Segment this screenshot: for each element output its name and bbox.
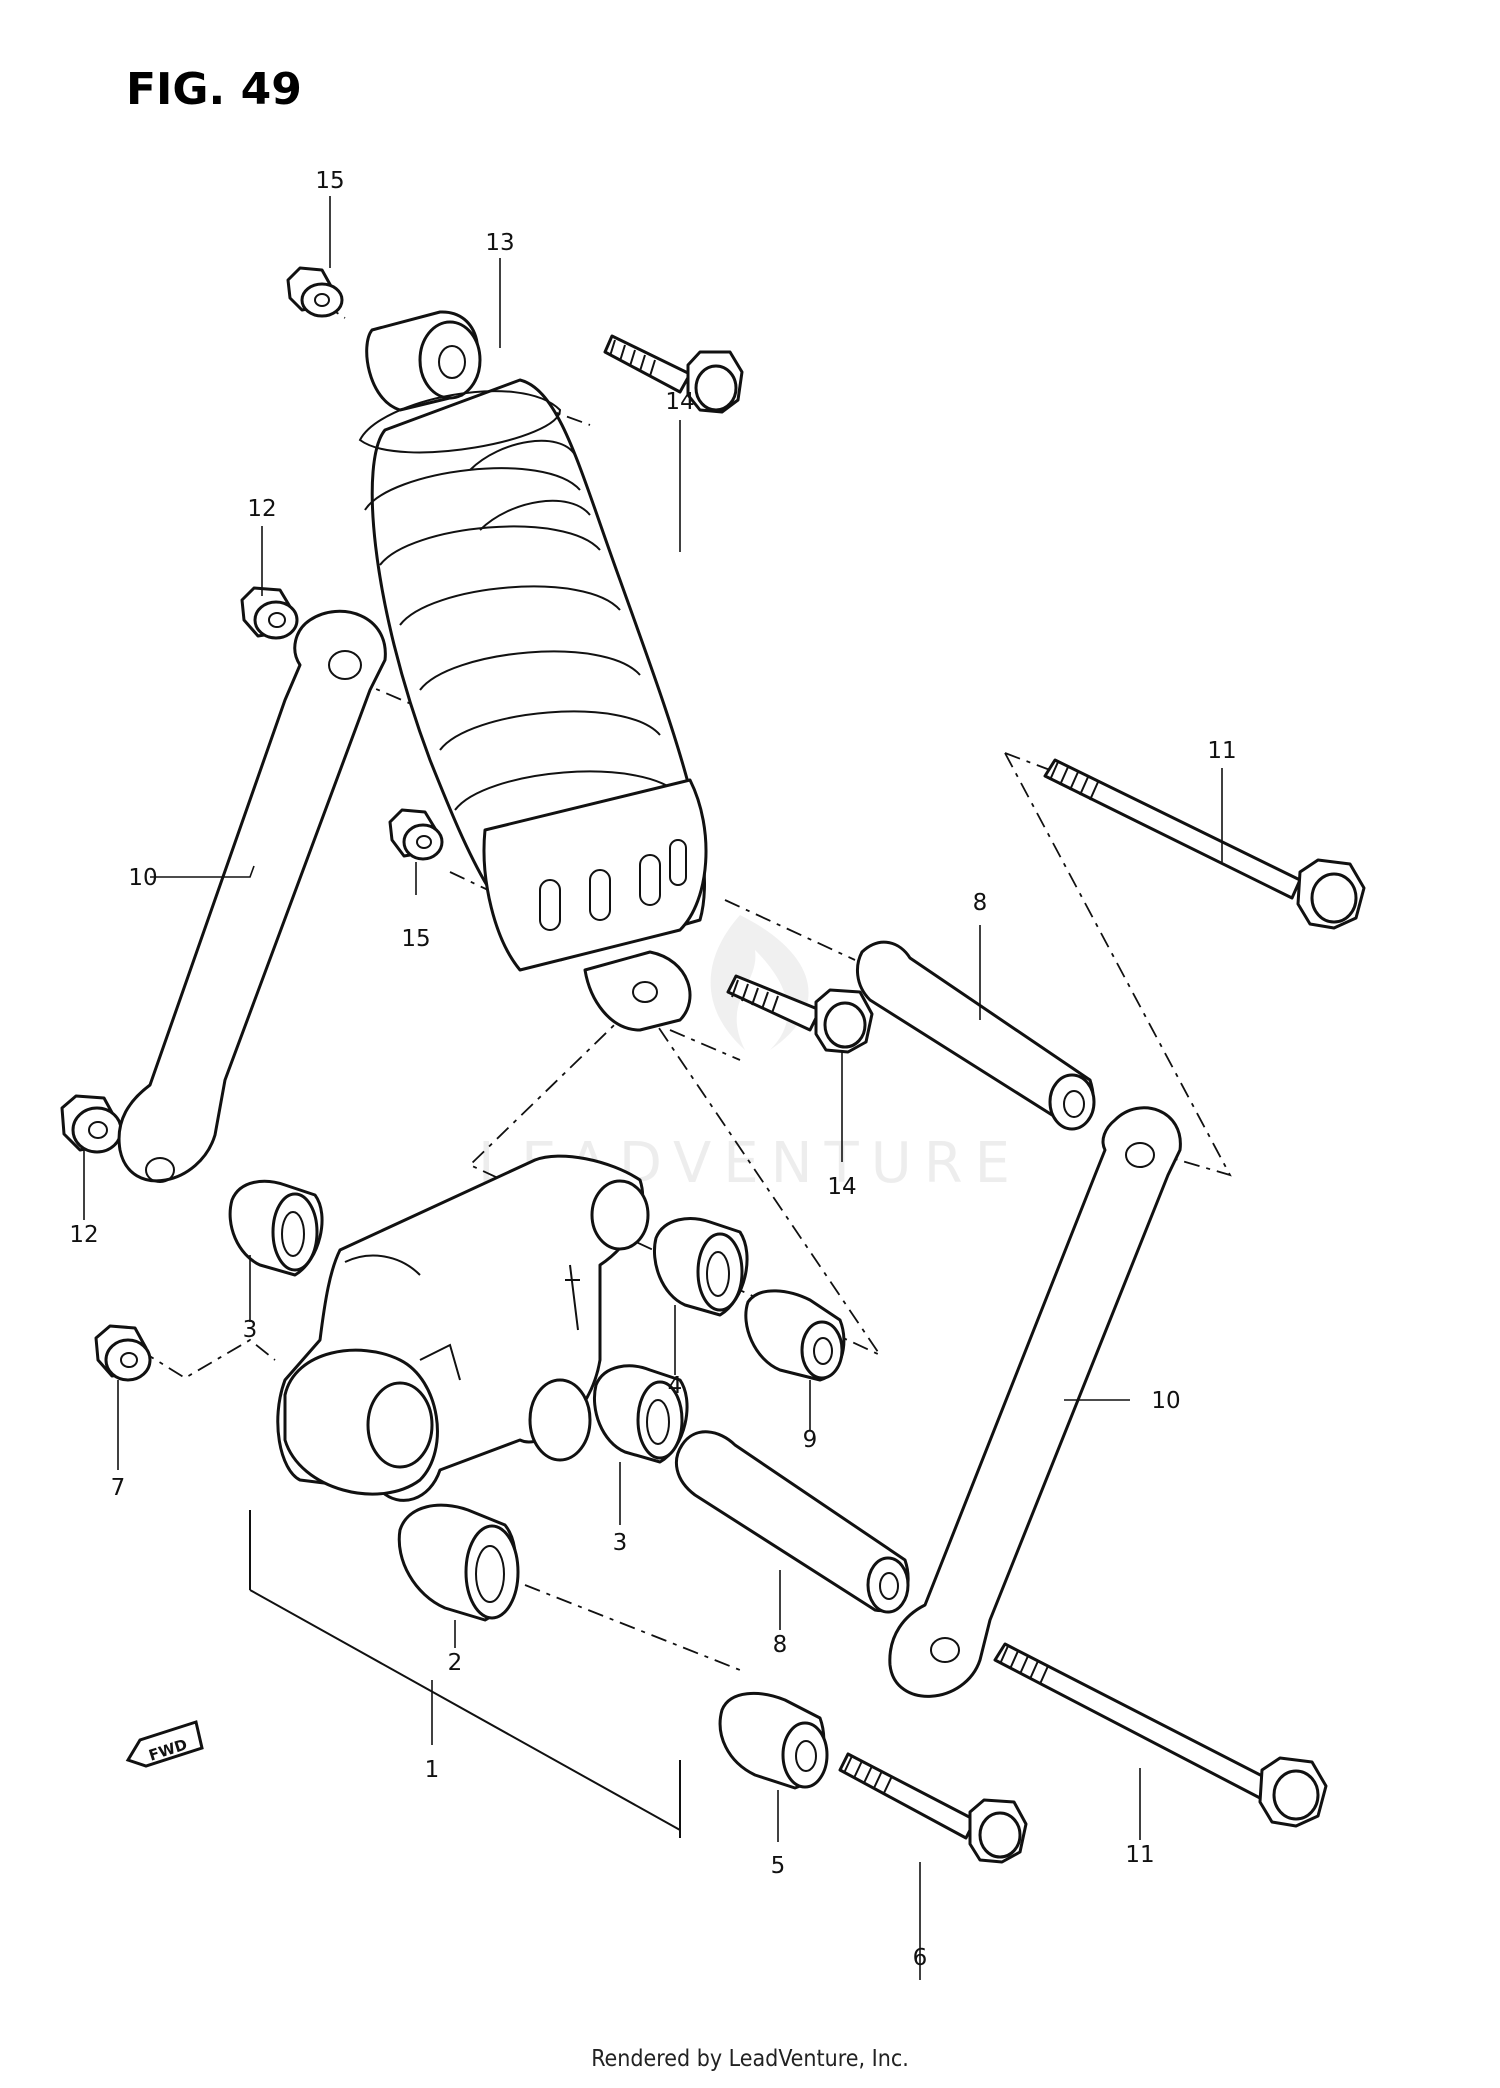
callout-15-mid: 15: [401, 926, 430, 952]
part-7-nut: [94, 1324, 152, 1382]
part-14-bolt-lower: [726, 974, 874, 1054]
part-10-link-rod-left: [117, 609, 387, 1183]
part-15-nut-mid: [388, 808, 444, 861]
part-12-nut-upper: [240, 586, 299, 640]
callout-1: 1: [425, 1757, 440, 1783]
part-11-bolt-upper: [1043, 758, 1366, 930]
part-4-bearing: [653, 1217, 749, 1317]
assembly-bracket-1: [249, 1510, 681, 1838]
callout-2: 2: [448, 1650, 463, 1676]
callout-12-lower: 12: [69, 1222, 98, 1248]
callout-labels: 15 13 14 12 11 10 15 8 14 12 3 4 7 9 10 …: [69, 168, 1236, 1971]
callout-5: 5: [771, 1853, 786, 1879]
callout-10-right: 10: [1151, 1388, 1180, 1414]
part-8-tube-lower: [674, 1430, 910, 1614]
part-1-cushion-lever: [276, 1154, 650, 1502]
callout-8-upper: 8: [973, 890, 988, 916]
callout-3-left: 3: [243, 1317, 258, 1343]
part-10-link-rod-right: [888, 1106, 1182, 1698]
callout-11-upper: 11: [1207, 738, 1236, 764]
part-3-bearing-left: [228, 1179, 324, 1277]
part-13-shock-absorber: [358, 310, 708, 1032]
part-9-spacer: [744, 1289, 846, 1382]
callout-11-lower: 11: [1125, 1842, 1154, 1868]
callout-3-lower: 3: [613, 1530, 628, 1556]
callout-14-lower: 14: [827, 1174, 856, 1200]
part-12-nut-lower: [60, 1094, 123, 1154]
part-3-bearing-lower: [593, 1364, 689, 1464]
callout-13: 13: [485, 230, 514, 256]
callout-12-upper: 12: [247, 496, 276, 522]
callout-15-top: 15: [315, 168, 344, 194]
part-14-bolt-upper: [603, 334, 744, 414]
part-8-tube-upper: [856, 940, 1096, 1131]
part-11-bolt-lower: [993, 1642, 1328, 1828]
part-6-bolt: [838, 1752, 1028, 1864]
callout-9: 9: [803, 1427, 818, 1453]
part-2-bearing: [397, 1503, 520, 1622]
callout-6: 6: [913, 1945, 928, 1971]
part-15-nut-top: [286, 266, 344, 318]
figure-title: FIG. 49: [126, 64, 302, 115]
forward-direction-arrow-icon: FWD: [125, 1720, 204, 1768]
callout-14-upper: 14: [665, 389, 694, 415]
callout-10-left: 10: [128, 865, 157, 891]
callout-7: 7: [111, 1475, 126, 1501]
callout-4: 4: [668, 1373, 683, 1399]
part-5-collar: [718, 1691, 829, 1790]
footer-credit: Rendered by LeadVenture, Inc.: [591, 2046, 909, 2072]
callout-8-lower: 8: [773, 1632, 788, 1658]
leader-lines: [83, 196, 1223, 1980]
